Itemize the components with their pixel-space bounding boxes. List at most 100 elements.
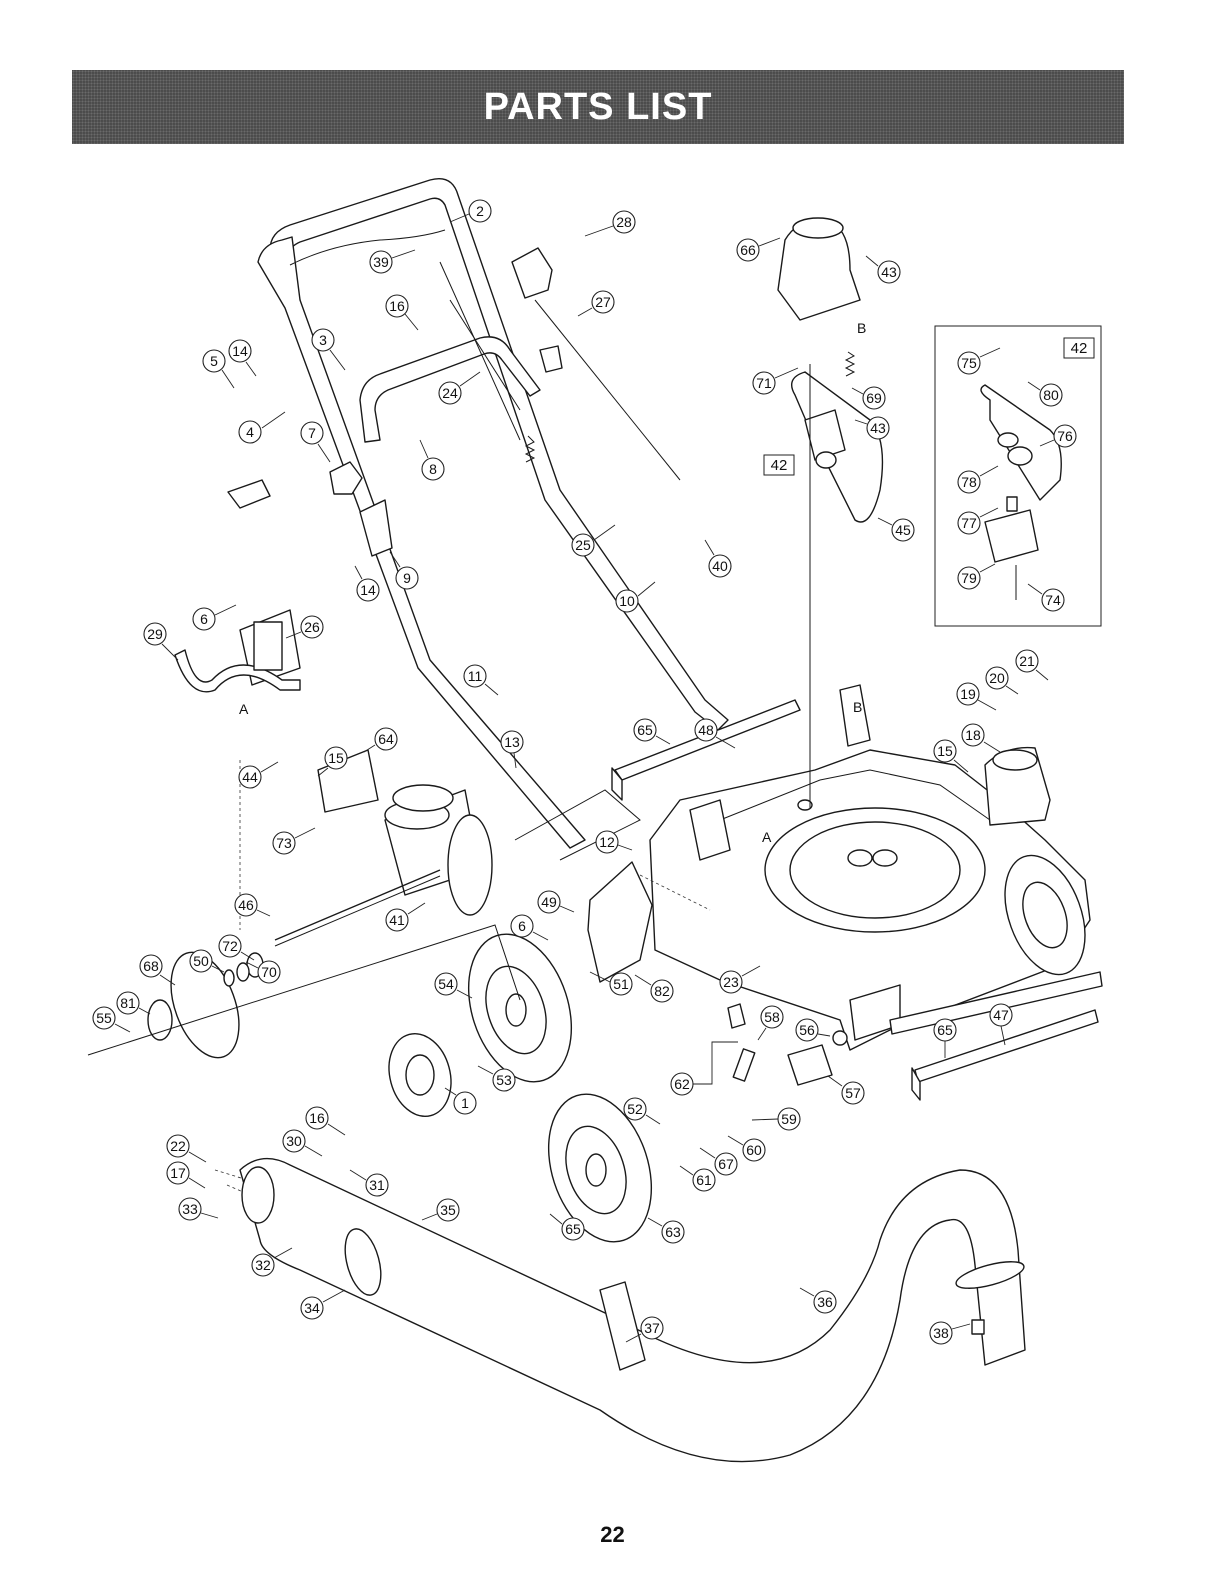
part-callout: 14 (355, 566, 379, 601)
part-callout: 28 (585, 211, 635, 236)
part-callout: 12 (596, 831, 632, 853)
svg-text:39: 39 (373, 254, 389, 270)
part-callout: 17 (167, 1162, 205, 1188)
svg-text:55: 55 (96, 1010, 112, 1026)
part-callout: 36 (800, 1288, 836, 1313)
svg-text:21: 21 (1019, 653, 1035, 669)
svg-text:43: 43 (881, 264, 897, 280)
part-callout: 82 (635, 975, 673, 1002)
svg-text:47: 47 (993, 1007, 1009, 1023)
part-callout: 16 (306, 1107, 345, 1135)
svg-text:29: 29 (147, 626, 163, 642)
part-callout: 7 (301, 422, 330, 462)
svg-text:79: 79 (961, 570, 977, 586)
svg-text:11: 11 (468, 668, 483, 684)
svg-text:74: 74 (1045, 592, 1061, 608)
wheel-bracket (588, 862, 652, 982)
svg-text:76: 76 (1057, 428, 1073, 444)
part-callout: 21 (1016, 650, 1048, 680)
part-callout: 79 (958, 564, 995, 589)
svg-text:13: 13 (504, 734, 520, 750)
part-callout: 73 (273, 828, 315, 854)
svg-text:26: 26 (304, 619, 320, 635)
svg-text:36: 36 (817, 1294, 833, 1310)
svg-text:19: 19 (960, 686, 976, 702)
svg-text:81: 81 (120, 995, 136, 1011)
svg-text:57: 57 (845, 1085, 861, 1101)
svg-text:25: 25 (575, 537, 591, 553)
part-callout: 14 (229, 340, 256, 376)
svg-text:16: 16 (389, 298, 405, 314)
chute-top (778, 218, 860, 320)
svg-text:65: 65 (637, 722, 653, 738)
svg-text:32: 32 (255, 1257, 271, 1273)
svg-text:70: 70 (261, 964, 277, 980)
part-callout: 40 (705, 540, 731, 577)
svg-text:61: 61 (696, 1172, 712, 1188)
svg-text:63: 63 (665, 1224, 681, 1240)
part-callout: 80 (1028, 382, 1062, 406)
svg-text:58: 58 (764, 1009, 780, 1025)
svg-text:71: 71 (756, 375, 772, 391)
part-callout: 22 (167, 1135, 206, 1162)
part-callout: 59 (752, 1108, 800, 1130)
part-callout: 45 (878, 518, 914, 541)
svg-text:68: 68 (143, 958, 159, 974)
part-callout: 54 (435, 973, 472, 998)
svg-text:38: 38 (933, 1325, 949, 1341)
reference-letter-a: A (239, 701, 249, 717)
part-callout: 8 (420, 440, 444, 480)
svg-text:75: 75 (961, 355, 977, 371)
part-callout: 69 (852, 387, 885, 409)
svg-text:1: 1 (461, 1095, 469, 1111)
reference-letter-a: A (762, 829, 772, 845)
part-callout: 20 (986, 667, 1018, 694)
svg-text:31: 31 (369, 1177, 385, 1193)
part-callout: 24 (439, 372, 480, 404)
part-callout: 46 (235, 894, 270, 916)
svg-text:18: 18 (965, 727, 981, 743)
part-callout: 62 (671, 1042, 738, 1095)
reference-letter-b: B (857, 320, 866, 336)
svg-text:10: 10 (619, 593, 635, 609)
part-callout: 16 (386, 295, 418, 330)
part-callout: 31 (350, 1170, 388, 1196)
svg-text:78: 78 (961, 474, 977, 490)
belt-box-label: 42 (771, 457, 788, 474)
part-callout: 58 (758, 1006, 783, 1040)
svg-text:37: 37 (644, 1320, 660, 1336)
svg-text:65: 65 (937, 1022, 953, 1038)
svg-text:82: 82 (654, 983, 670, 999)
part-callout: 33 (179, 1198, 218, 1220)
svg-text:49: 49 (541, 894, 557, 910)
svg-text:48: 48 (698, 722, 714, 738)
part-callout: 39 (370, 250, 415, 273)
svg-text:20: 20 (989, 670, 1005, 686)
svg-text:34: 34 (304, 1300, 320, 1316)
svg-text:59: 59 (781, 1111, 797, 1127)
svg-text:6: 6 (518, 918, 526, 934)
svg-text:67: 67 (718, 1156, 734, 1172)
part-callout: 56 (796, 1019, 830, 1041)
part-callout: 71 (753, 368, 798, 394)
svg-text:72: 72 (222, 938, 238, 954)
part-callout: 81 (117, 992, 150, 1014)
svg-text:33: 33 (182, 1201, 198, 1217)
page-number: 22 (0, 1522, 1225, 1548)
part-callout: 75 (958, 348, 1000, 374)
svg-text:3: 3 (319, 332, 327, 348)
svg-text:77: 77 (961, 515, 977, 531)
svg-text:51: 51 (613, 976, 629, 992)
part-callout: 41 (386, 903, 425, 931)
svg-text:28: 28 (616, 214, 632, 230)
part-callout: 61 (680, 1166, 715, 1191)
svg-text:8: 8 (429, 461, 437, 477)
part-callout: 27 (578, 291, 614, 316)
part-callout: 4 (239, 412, 285, 443)
svg-text:16: 16 (309, 1110, 325, 1126)
svg-text:73: 73 (276, 835, 292, 851)
svg-text:65: 65 (565, 1221, 581, 1237)
part-callout: 66 (737, 238, 780, 261)
part-callout: 68 (140, 955, 175, 985)
svg-text:54: 54 (438, 976, 454, 992)
